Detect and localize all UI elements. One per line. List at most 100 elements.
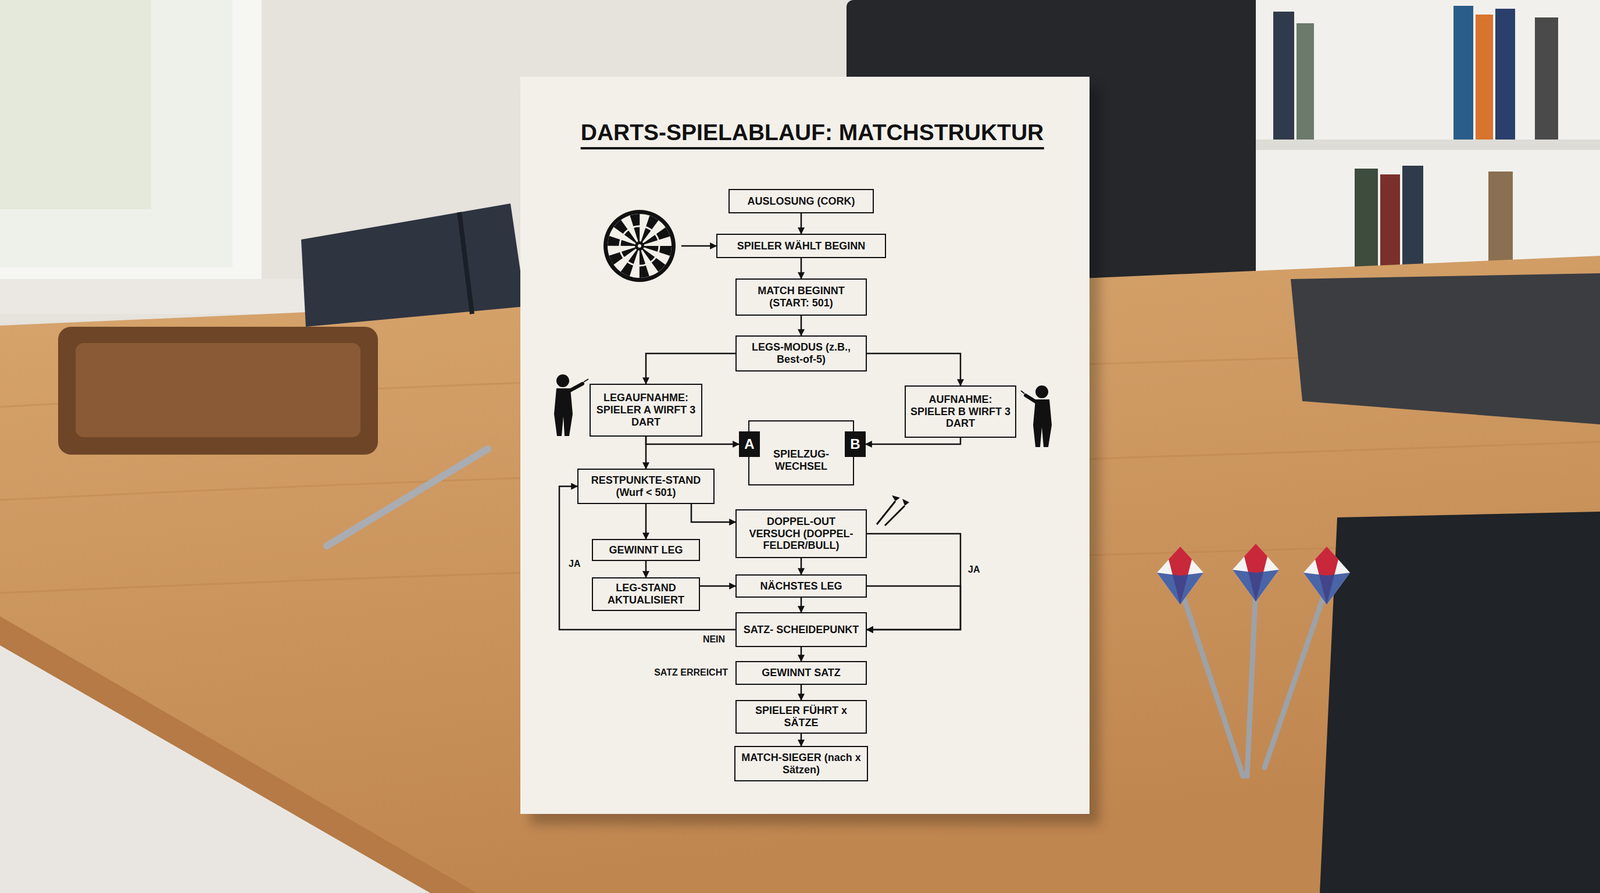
dart-flight (1303, 572, 1350, 605)
shelf-board (1255, 139, 1600, 150)
flow-connector (800, 597, 803, 613)
dart-barrel (1180, 587, 1244, 777)
player-body (1033, 399, 1052, 448)
player-silhouette (1020, 385, 1052, 448)
process-box: MATCH-SIEGER (nach x Sätzen) (734, 745, 869, 782)
board-arrow (681, 245, 717, 248)
node-text: SPIELZUG- WECHSEL (762, 448, 841, 473)
radiator (0, 645, 431, 893)
player-head (556, 374, 570, 388)
dart-flight (1232, 543, 1280, 602)
board-segments (622, 228, 657, 264)
book (1495, 8, 1516, 140)
player-silhouette (554, 374, 589, 437)
player-dart (1020, 390, 1025, 394)
paper-card (520, 76, 1090, 814)
node-text: AUFNAHME: SPIELER B WIRFT 3 DART (910, 393, 1011, 430)
player-dart (583, 379, 589, 382)
process-box: SPIELER FÜHRT x SÄTZE (735, 700, 867, 734)
book (1453, 5, 1474, 140)
process-box: AUSLOSUNG (CORK) (728, 188, 874, 214)
flow-connector (865, 437, 961, 445)
notebook-band (459, 212, 473, 314)
process-box: LEGAUFNAHME: SPIELER A WIRFT 3 DART (589, 383, 703, 437)
diagram-title: DARTS-SPIELABLAUF: MATCHSTRUKTUR (580, 119, 1045, 150)
dart-barrel (1247, 587, 1256, 777)
bullseye (637, 244, 642, 248)
node-text: MATCH BEGINNT (START: 501) (741, 284, 862, 309)
node-text: LEGS-MODUS (z.B., Best-of-5) (741, 341, 862, 366)
flow-connector (800, 258, 803, 279)
process-box: LEG-STAND AKTUALISIERT (591, 577, 700, 612)
node-text: NÄCHSTES LEG (759, 580, 842, 593)
player-body (554, 388, 573, 437)
flow-connector (800, 213, 803, 234)
flow-connector (800, 558, 803, 575)
desk-edge (0, 616, 477, 893)
dart-barrel (1264, 587, 1327, 768)
icon-flight (891, 495, 900, 502)
flow-connector (866, 533, 961, 630)
player-arm (568, 383, 583, 392)
icon-dart (876, 501, 896, 525)
node-text: SPIELER FÜHRT x SÄTZE (741, 704, 862, 729)
node-text: SPIELER WÄHLT BEGINN (737, 240, 866, 253)
pen (326, 448, 488, 546)
treble-ring (619, 226, 660, 266)
player-head (1035, 385, 1049, 399)
dart-flight (1156, 572, 1204, 605)
window-greenery (0, 0, 152, 210)
node-text: RESTPUNKTE-STAND (Wurf < 501) (583, 474, 709, 499)
flow-connector (800, 684, 803, 700)
flow-connector (645, 561, 648, 578)
closed-laptop (1290, 273, 1600, 425)
flow-connector (645, 504, 648, 539)
flow-connector (800, 647, 803, 662)
bookshelf (1255, 0, 1600, 297)
book (1534, 17, 1559, 140)
notebook (301, 203, 526, 327)
swap-box: SPIELZUG- WECHSELAB (748, 420, 855, 486)
tray-inner (75, 343, 361, 438)
process-box: NÄCHSTES LEG (735, 574, 867, 598)
node-text: SATZ- SCHEIDEPUNKT (743, 623, 860, 637)
process-box: SPIELER WÄHLT BEGINN (716, 233, 887, 259)
node-text: MATCH-SIEGER (nach x Sätzen) (740, 751, 863, 776)
flow-label: JA (566, 558, 582, 570)
node-text: A (744, 436, 755, 453)
board-rim (603, 209, 676, 282)
flow-connector (559, 486, 736, 631)
dart-flight (1156, 546, 1204, 605)
flow-connector (866, 353, 961, 386)
player-marker: A (738, 431, 760, 457)
window-glass (0, 0, 233, 268)
node-text: DOPPEL-OUT VERSUCH (DOPPEL- FELDER/BULL) (741, 515, 862, 552)
process-box: RESTPUNKTE-STAND (Wurf < 501) (577, 468, 715, 505)
flow-connector (800, 733, 803, 746)
flow-connector (645, 436, 739, 445)
bull (634, 241, 645, 251)
process-box: MATCH BEGINNT (START: 501) (735, 278, 867, 316)
dart-flight (1232, 569, 1280, 602)
board-face (607, 213, 672, 278)
book (1273, 11, 1295, 140)
process-box: DOPPEL-OUT VERSUCH (DOPPEL- FELDER/BULL) (735, 509, 867, 559)
flow-connector (645, 353, 736, 384)
book (1296, 23, 1314, 140)
edge-label: NEIN (701, 633, 727, 646)
edge-label: JA (966, 563, 982, 576)
flow-connector (800, 315, 803, 336)
node-text: LEG-STAND AKTUALISIERT (597, 581, 695, 606)
icon-dart (884, 505, 905, 526)
dart-flight (1303, 546, 1350, 605)
node-text: GEWINNT SATZ (761, 666, 841, 680)
node-text: GEWINNT LEG (609, 544, 684, 557)
process-box: LEGS-MODUS (z.B., Best-of-5) (735, 335, 867, 372)
darts (1156, 543, 1350, 777)
player-marker: B (844, 431, 866, 457)
mouse-pad (1319, 511, 1600, 893)
node-text: B (850, 436, 860, 453)
icon-flight (902, 498, 910, 506)
flow-label: SATZ ERREICHT (652, 666, 730, 679)
